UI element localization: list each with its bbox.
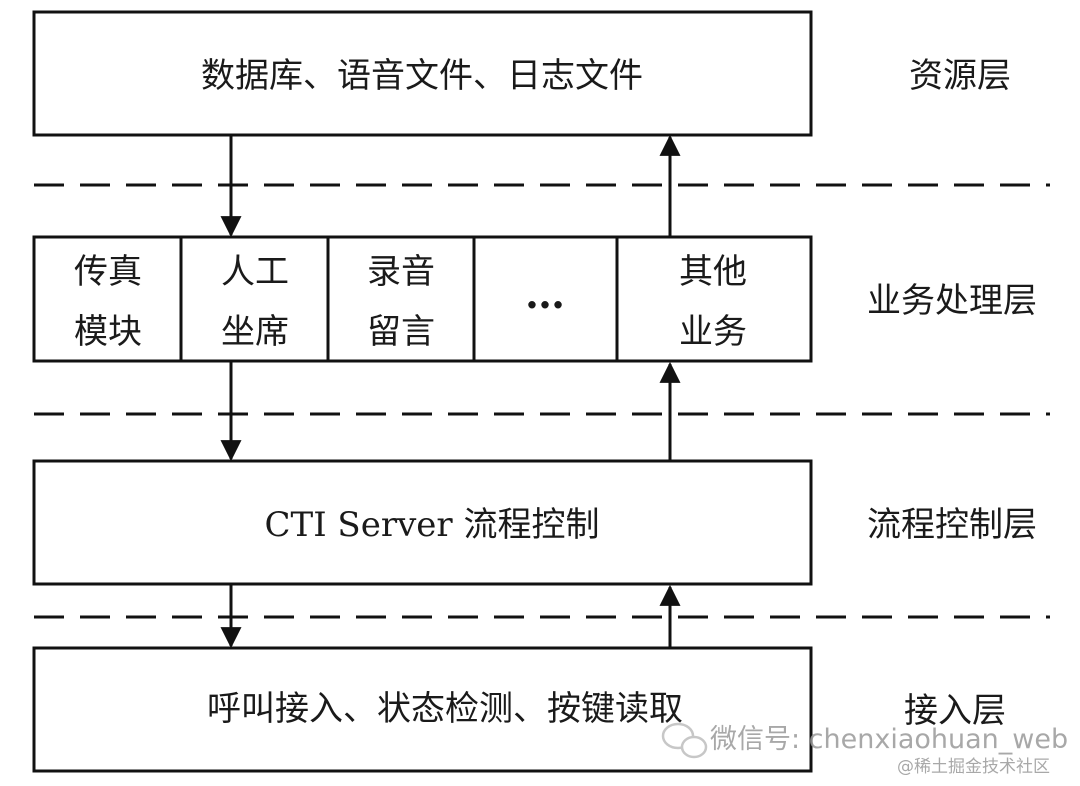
resource-layer-label: 资源层 [909,56,1011,96]
module-other-line1: 其他 [679,252,747,292]
access-layer-box [32,646,813,773]
flow-layer-label: 流程控制层 [867,505,1037,545]
module-voicemail-line2: 留言 [367,312,435,352]
flow-layer-box [32,459,813,586]
watermark-wechat-id: 微信号: chenxiaohuan_web [710,724,1068,755]
watermark-juejin: @稀土掘金技术社区 [897,757,1050,777]
module-other-line2: 业务 [679,312,747,352]
business-layer-label: 业务处理层 [867,281,1037,321]
module-agent-line1: 人工 [221,252,289,292]
flow-box-text: CTI Server 流程控制 [265,505,600,545]
business-layer-box [32,235,813,363]
resource-layer-box [32,10,813,137]
module-ellipsis: … [525,271,565,318]
module-agent-line2: 坐席 [221,312,289,352]
access-box-text: 呼叫接入、状态检测、按键读取 [207,689,683,729]
module-voicemail-line1: 录音 [367,252,435,292]
access-layer-label: 接入层 [904,691,1006,731]
module-fax-line2: 模块 [74,312,142,352]
module-fax-line1: 传真 [74,252,142,292]
resource-box-text: 数据库、语音文件、日志文件 [201,56,643,96]
wechat-logo-icon [661,722,708,759]
